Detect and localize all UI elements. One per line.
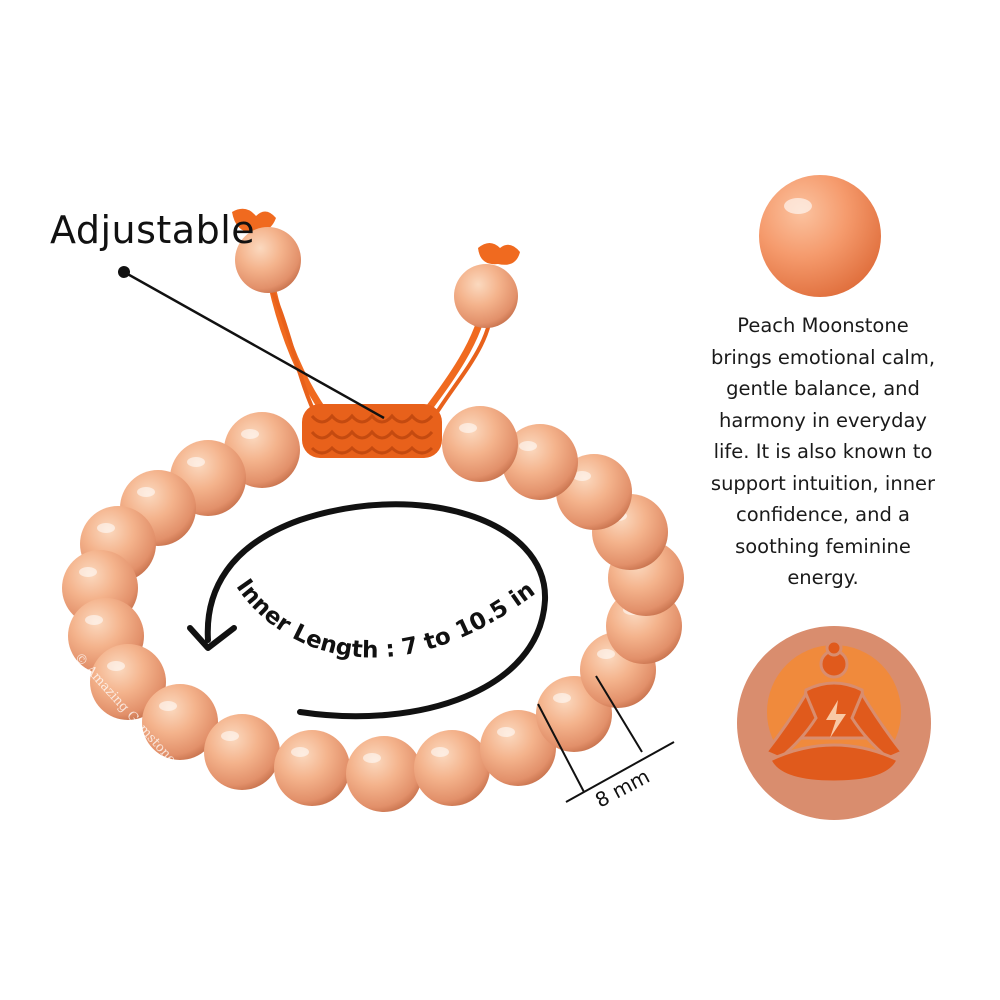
description-line: support intuition, inner	[710, 471, 936, 495]
description-line: gentle balance, and	[726, 377, 920, 400]
description-line: energy.	[787, 566, 859, 589]
arrow-head	[187, 625, 237, 651]
bracelet-bead	[346, 736, 422, 812]
bead-highlight	[241, 429, 259, 439]
inner-length-arrow	[204, 501, 549, 720]
bead-highlight	[85, 615, 103, 625]
bead-highlight	[363, 753, 381, 763]
bead-highlight	[221, 731, 239, 741]
description-line: brings emotional calm,	[710, 345, 936, 369]
description-line: confidence, and a	[736, 503, 910, 526]
bead-highlight	[79, 567, 97, 577]
meditation-icon	[737, 626, 931, 820]
stone-description: Peach Moonstone brings emotional calm, g…	[708, 310, 938, 594]
bracelet-bead	[204, 714, 280, 790]
bead-ring	[62, 406, 684, 812]
cord-end-bead-left	[235, 227, 301, 293]
description-line: Peach Moonstone	[737, 314, 909, 337]
adjustable-pointer-line	[123, 270, 385, 420]
bracelet-bead	[274, 730, 350, 806]
bead-highlight	[497, 727, 515, 737]
bead-highlight	[137, 487, 155, 497]
pointer-dot	[118, 266, 130, 278]
description-line: soothing feminine	[735, 534, 911, 558]
bead-highlight	[459, 423, 477, 433]
bead-highlight	[573, 471, 591, 481]
bead-highlight	[187, 457, 205, 467]
bead-highlight	[431, 747, 449, 757]
bead-highlight	[291, 747, 309, 757]
description-line: harmony in everyday	[719, 408, 927, 432]
bead-highlight	[107, 661, 125, 671]
bead-highlight	[159, 701, 177, 711]
bead-highlight	[553, 693, 571, 703]
adjustable-label: Adjustable	[50, 208, 256, 252]
stone-sample-icon	[759, 175, 881, 297]
bead-size-dimension	[537, 675, 675, 803]
sliding-knot	[302, 404, 442, 458]
bead-highlight	[519, 441, 537, 451]
bead-highlight	[97, 523, 115, 533]
bracelet-bead	[442, 406, 518, 482]
cord-end-bead-right	[454, 264, 518, 328]
bracelet-bead	[414, 730, 490, 806]
description-line: life. It is also known to	[713, 440, 933, 463]
bead-highlight	[597, 649, 615, 659]
